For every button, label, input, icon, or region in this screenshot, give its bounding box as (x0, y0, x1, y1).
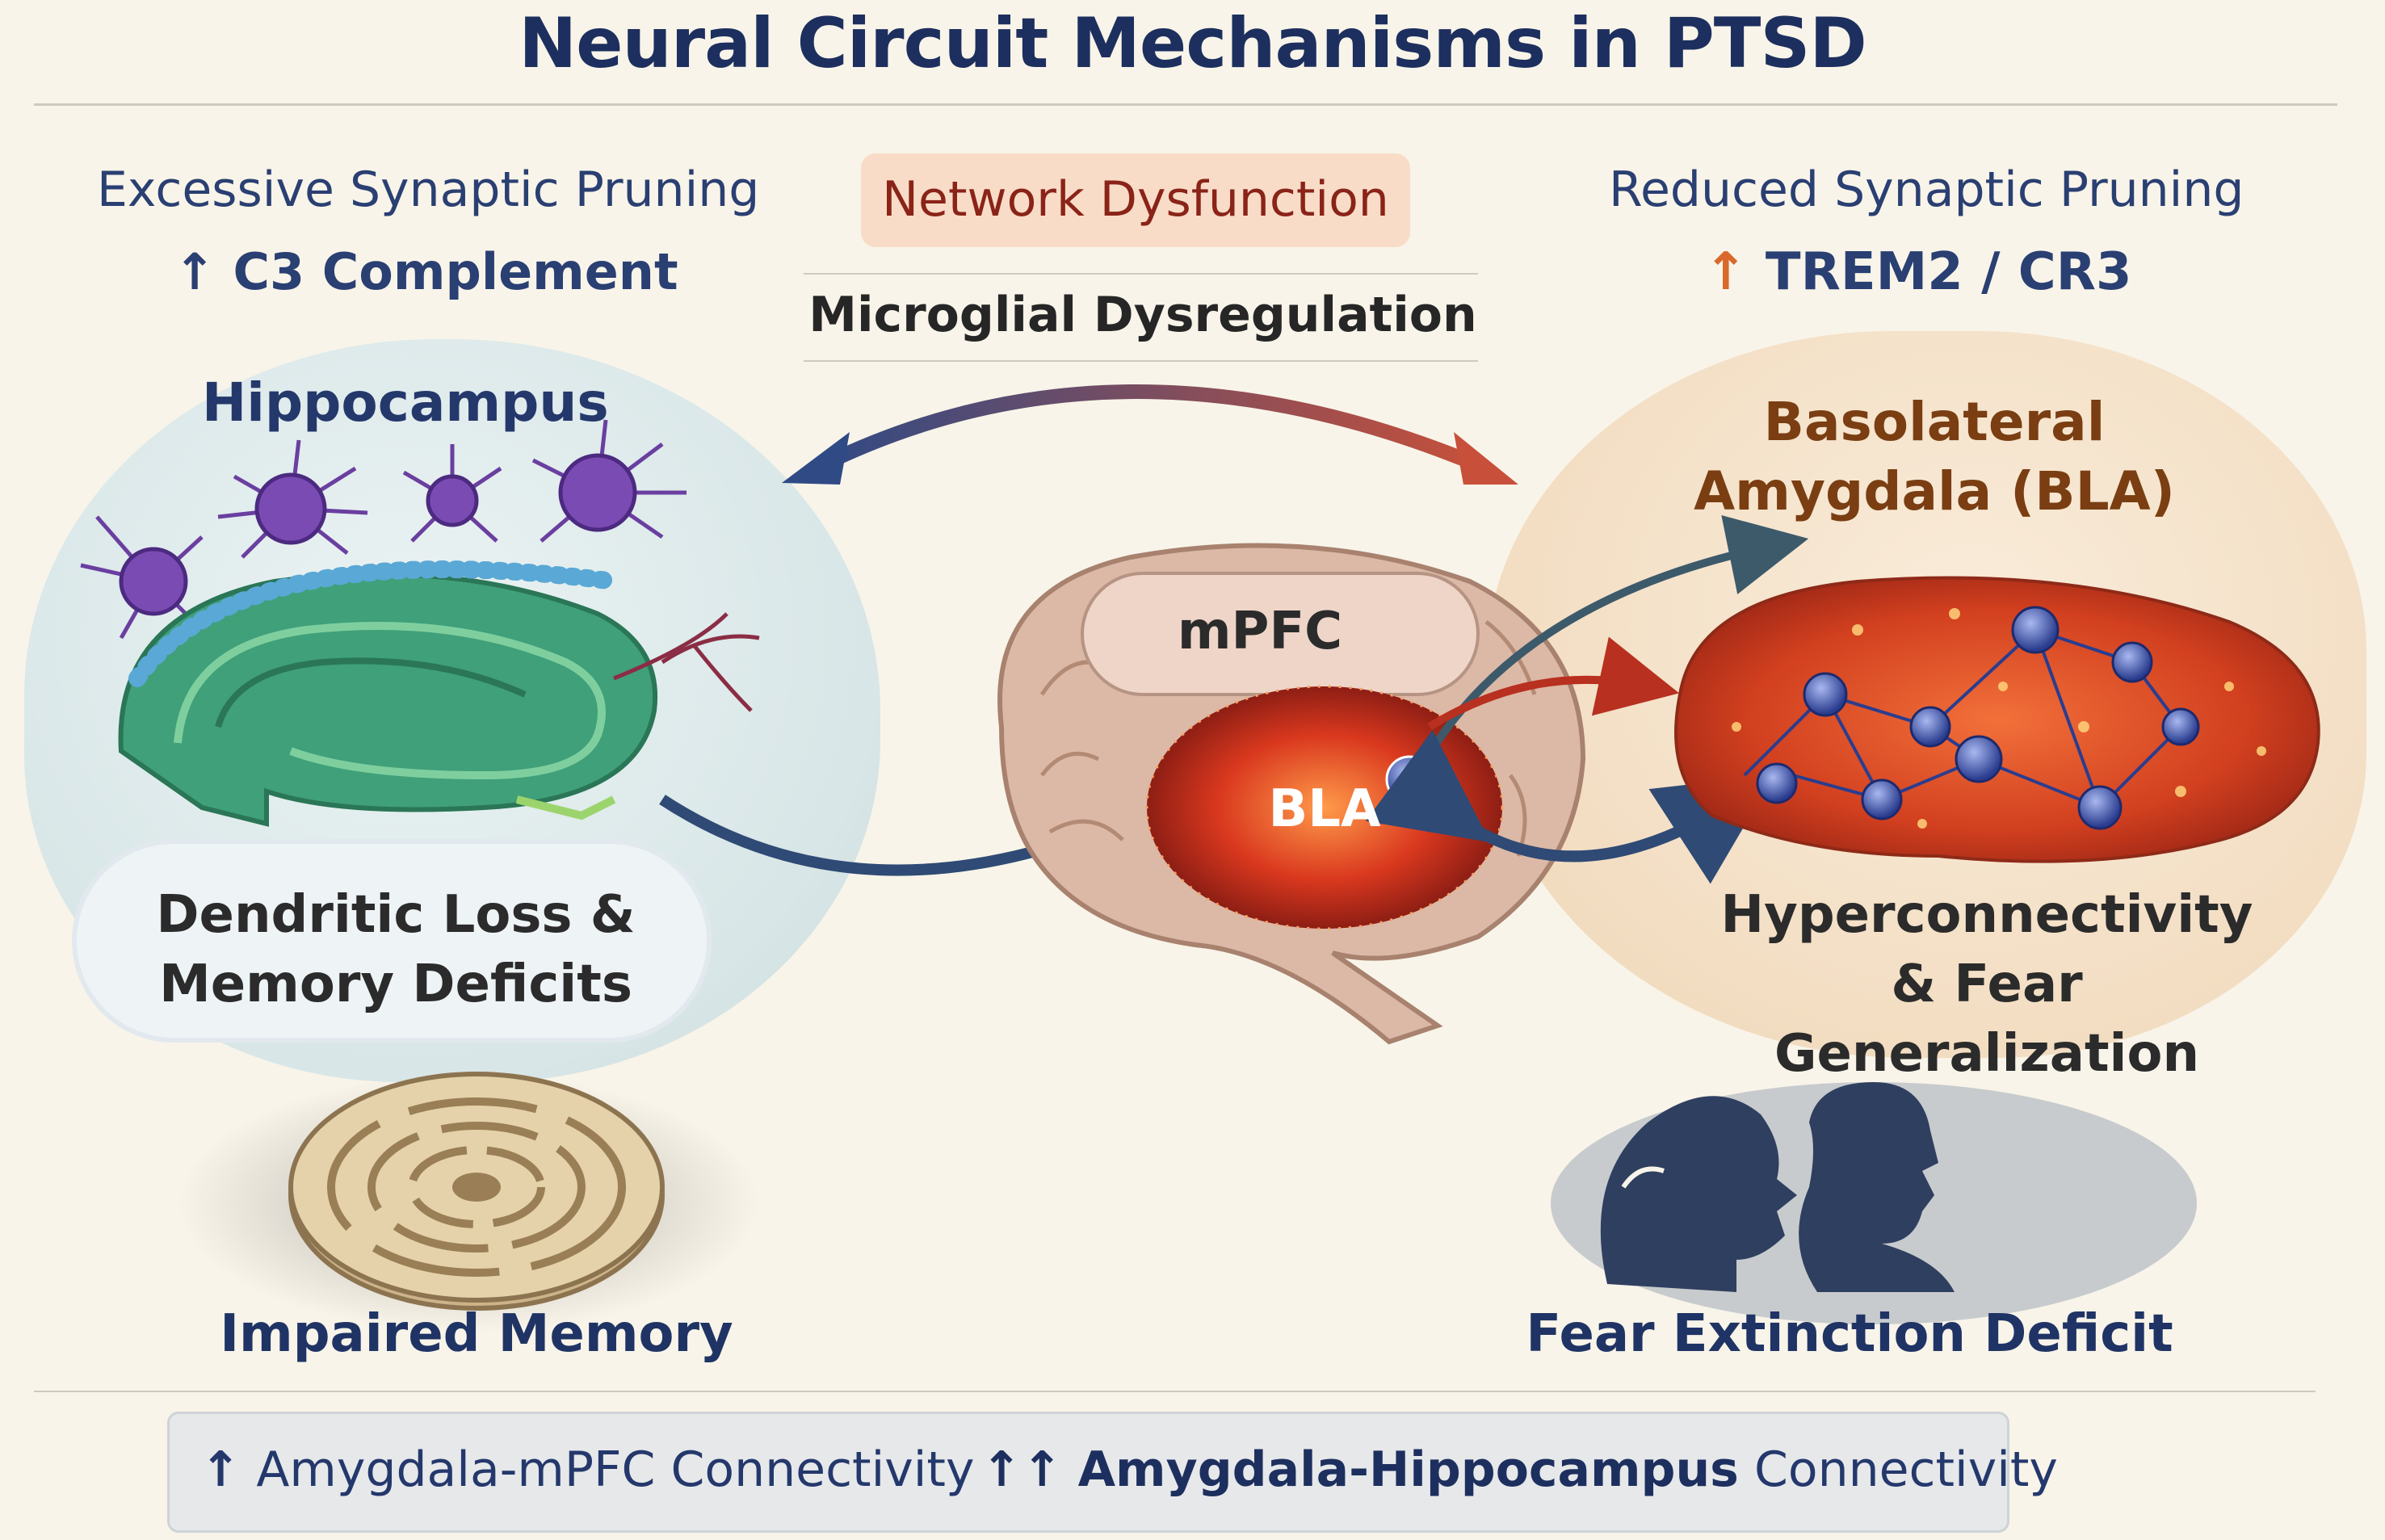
trem2-label: TREM2 / CR3 (1765, 242, 2132, 302)
up-arrow-icon: ↑ (174, 242, 216, 301)
connectivity-suffix: Connectivity (1753, 1441, 2058, 1498)
center-rule-top (804, 273, 1478, 275)
bidirectional-top-arrow (782, 384, 1518, 485)
up-arrow-icon: ↑ (200, 1441, 241, 1498)
bla-to-amygdala-red-arrow (1427, 636, 1680, 731)
left-header-pruning: Excessive Synaptic Pruning (97, 162, 759, 218)
microglial-dysregulation-label: Microglial Dysregulation (808, 287, 1477, 343)
bla-to-amygdala-top-arrow (1417, 514, 1809, 770)
network-dysfunction-label: Network Dysfunction (882, 171, 1389, 228)
network-dysfunction-box (861, 153, 1410, 247)
amygdala-hippocampus-connectivity: ↑↑ Amygdala-Hippocampus Connectivity (981, 1441, 2058, 1498)
c3-label: C3 Complement (233, 242, 678, 301)
amygdala-hippocampus-bold: Amygdala-Hippocampus (1077, 1441, 1739, 1498)
left-header-c3: ↑ C3 Complement (174, 242, 678, 301)
double-up-arrow-icon: ↑↑ (981, 1441, 1063, 1498)
microglia-icon (80, 419, 687, 640)
amygdala-bla-bidirectional-arrow (1365, 729, 1774, 884)
central-brain (997, 543, 1586, 1045)
maze-icon (178, 1072, 759, 1332)
mpfc-label: mPFC (1177, 602, 1343, 661)
hippocampus-label: Hippocampus (202, 371, 609, 434)
amygdala-mpfc-connectivity: ↑ Amygdala-mPFC Connectivity (200, 1441, 974, 1498)
page-title: Neural Circuit Mechanisms in PTSD (519, 3, 1867, 84)
left-header-bold: Synaptic (349, 162, 560, 218)
up-arrow-orange-icon: ↑ (1704, 242, 1748, 302)
right-header-pruning: Reduced Synaptic Pruning (1609, 162, 2244, 218)
amygdala-network (1674, 576, 2320, 863)
bottom-divider (34, 1391, 2316, 1392)
amygdala-mpfc-label: Amygdala-mPFC Connectivity (256, 1441, 975, 1498)
connectivity-summary-box (167, 1412, 2009, 1533)
right-header-trem2: ↑ TREM2 / CR3 (1704, 242, 2132, 302)
basolateral-amygdala-label: Basolateral Amygdala (BLA) (1694, 391, 2175, 522)
left-header-prefix: Excessive (97, 162, 334, 218)
left-header-suffix: Pruning (574, 162, 760, 218)
fear-extinction-deficit-label: Fear Extinction Deficit (1526, 1304, 2173, 1364)
impaired-memory-label: Impaired Memory (220, 1304, 733, 1364)
bla-label: BLA (1268, 779, 1381, 839)
title-divider (34, 103, 2337, 106)
faces-silhouette-icon (1551, 1082, 2197, 1324)
center-rule-bottom (804, 360, 1478, 362)
dendritic-loss-cloud (77, 844, 707, 1038)
hippocampus-shape (118, 560, 760, 827)
dendritic-loss-label: Dendritic Loss & Memory Deficits (156, 885, 636, 1014)
hyperconnectivity-label: Hyperconnectivity & Fear Generalization (1720, 885, 2253, 1084)
